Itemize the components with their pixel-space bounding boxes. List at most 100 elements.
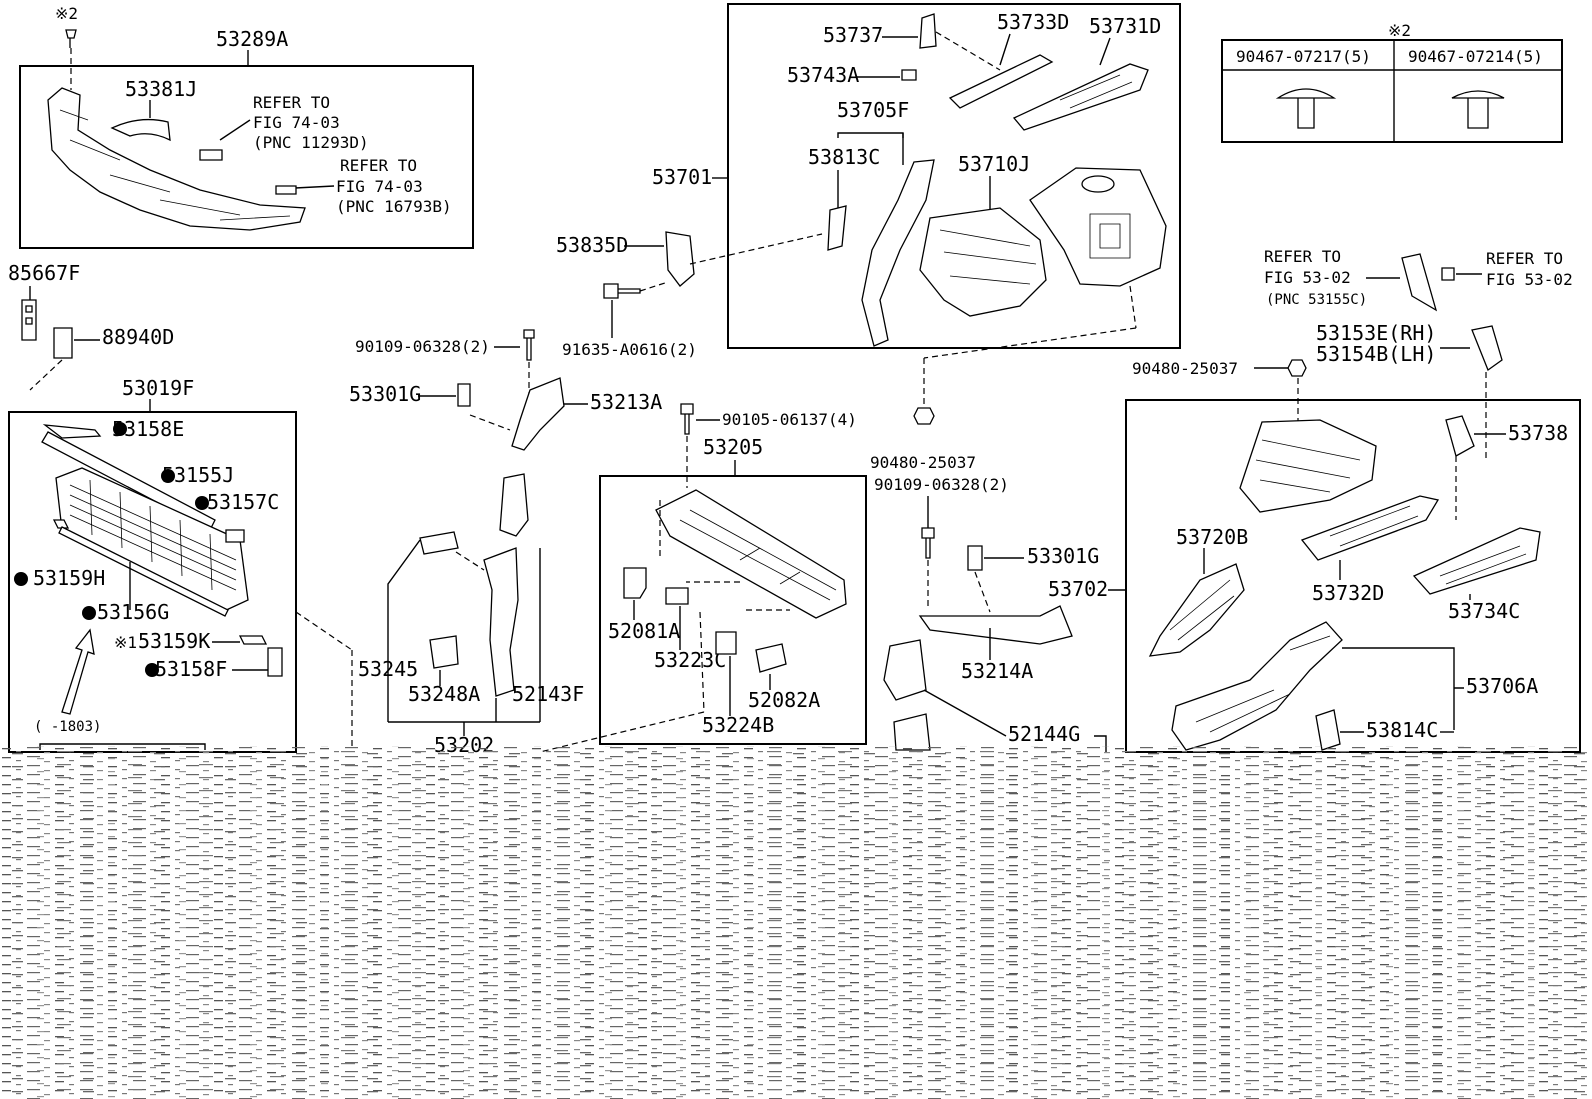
bracket-53737 [919,13,937,49]
label-53301G-b: 53301G [1027,544,1099,568]
bracket-88940D [53,327,73,359]
label-53019F: 53019F [122,376,194,400]
label-53705F: 53705F [837,98,909,122]
label-53224B: 53224B [702,713,774,737]
refer4-line2: FIG 53-02 [1486,270,1573,289]
connector-85667F [21,299,37,341]
refer3-line2: FIG 53-02 [1264,268,1351,287]
bracket-52081A [623,567,647,599]
radiator-support-upper [655,489,847,619]
clip-icon-top [65,29,77,48]
bracket-52082A [755,643,787,673]
cowl-cover-part [47,87,306,231]
bracket-52143F-upper [499,473,529,537]
refer4-line1: REFER TO [1486,249,1563,268]
label-53710J: 53710J [958,152,1030,176]
rail-53734C [1412,527,1541,595]
clip-b-code: 90467-07214(5) [1408,47,1543,66]
label-53835D: 53835D [556,233,628,257]
label-53813C: 53813C [808,145,880,169]
label-53720B: 53720B [1176,525,1248,549]
apron-53705F [861,159,935,347]
label-53213A: 53213A [590,390,662,414]
label-90480a: 90480-25037 [870,453,976,472]
label-53734C: 53734C [1448,599,1520,623]
refer1-line2: FIG 74-03 [253,113,340,132]
label-53214A: 53214A [961,659,1033,683]
lower-strip-53156G [58,526,229,617]
bracket-53214A [918,605,1073,645]
side-support-52143F [483,547,519,697]
label-53381J: 53381J [125,77,197,101]
label-52081A: 52081A [608,619,680,643]
bracket-53223C [665,587,689,605]
bracket-53245 [419,531,459,555]
label-53706A: 53706A [1466,674,1538,698]
front-arrow-icon [61,628,95,715]
label-91635: 91635-A0616(2) [562,340,697,359]
label-53157C: 53157C [207,490,279,514]
bracket-53738 [1445,415,1475,457]
bracket-53813C [827,205,847,251]
suspension-tower-right [1239,419,1377,513]
group-box-53701 [727,3,1181,349]
nut-90480-a [913,407,935,425]
date-range: ( -1803) [34,719,101,735]
refer1-line1: REFER TO [253,93,330,112]
bracket-53213A [511,377,565,451]
wheelhouse-53710J [919,207,1047,317]
label-53737: 53737 [823,23,883,47]
label-52143F: 52143F [512,682,584,706]
refer1-line3: (PNC 11293D) [253,133,369,152]
label-52082A: 52082A [748,688,820,712]
suspension-tower [1029,167,1167,287]
label-90105: 90105-06137(4) [722,410,857,429]
bracket-53381J [110,118,171,142]
label-90480b: 90480-25037 [1132,359,1238,378]
label-53731D: 53731D [1089,14,1161,38]
clip-fig53 [1441,267,1455,281]
rail-53731D [1012,63,1149,131]
label-90109a: 90109-06328(2) [355,337,490,356]
refer2-line3: (PNC 16793B) [336,197,452,216]
label-53159K: 53159K [138,629,210,653]
label-88940D: 88940D [102,325,174,349]
label-53159H: 53159H [33,566,105,590]
star1-mark: ※1 [114,633,137,652]
bracket-53224B [715,631,737,655]
label-53156G: 53156G [97,600,169,624]
group-box-53289A [19,65,474,249]
label-53733D: 53733D [997,10,1069,34]
stud-53301G-b [967,545,983,571]
bolt-90109a [523,329,535,361]
group-box-53205 [599,475,867,745]
label-53153E: 53153E(RH) [1316,321,1436,345]
label-52144G: 52144G [1008,722,1080,746]
refer3-line3: (PNC 53155C) [1266,292,1367,308]
label-53732D: 53732D [1312,581,1384,605]
clip-a-icon [1275,88,1337,129]
bracket-53153E [1471,325,1503,372]
label-53158F: 53158F [155,657,227,681]
bolt-91635 [603,283,641,299]
stud-53301G-a [457,383,471,407]
bracket-52144G-b [893,713,931,751]
label-90109b: 90109-06328(2) [874,475,1009,494]
refer3-line1: REFER TO [1264,247,1341,266]
label-53205: 53205 [703,435,763,459]
label-53814C: 53814C [1366,718,1438,742]
rail-53732D [1300,495,1440,561]
label-53248A: 53248A [408,682,480,706]
label-53701: 53701 [652,165,712,189]
bracket-53248A [429,635,459,669]
bolt-90109b [921,527,935,559]
refer2-line2: FIG 74-03 [336,177,423,196]
label-53743A: 53743A [787,63,859,87]
star2-mark-top: ※2 [55,4,78,23]
label-53289A: 53289A [216,27,288,51]
part-53155C [1401,253,1438,312]
label-53738: 53738 [1508,421,1568,445]
clip-table [1221,39,1563,143]
bracket-53835D [665,231,695,287]
